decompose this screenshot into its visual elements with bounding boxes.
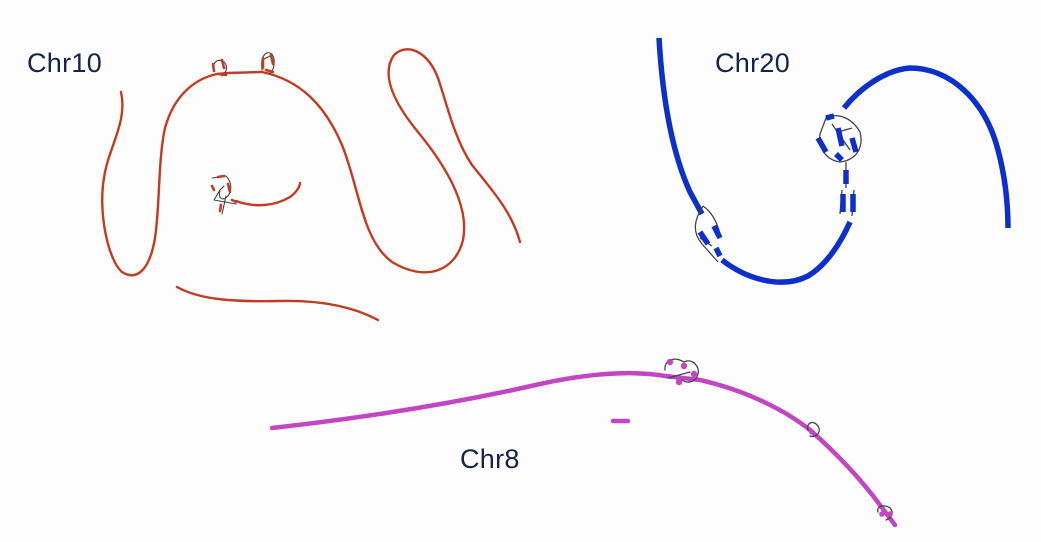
chr20-loop-cluster-2 (815, 113, 862, 217)
chr8-main-fiber (269, 370, 898, 528)
chr10-label: Chr10 (27, 48, 103, 78)
chr10-loop-cluster-1 (211, 58, 228, 77)
chr20-fiber-b (720, 220, 853, 285)
chr10-loop-cluster-3 (210, 174, 238, 215)
chr8-loop-cluster-1 (664, 358, 699, 386)
chr8-loop-cluster-3 (877, 505, 893, 521)
chr20-label: Chr20 (715, 48, 791, 78)
chr8-loop-cluster-2 (807, 421, 820, 438)
chr10-structure (101, 48, 522, 322)
chr10-lower-fiber (175, 285, 380, 322)
chr20-structure (656, 37, 1011, 285)
chr10-inner-fiber (234, 181, 302, 207)
chr20-fiber-a (656, 37, 705, 216)
chr20-loop-cluster-1 (694, 205, 723, 263)
chr8-label: Chr8 (460, 444, 520, 474)
chr10-loop-cluster-2 (261, 52, 275, 75)
chr8-structure (269, 358, 898, 528)
chr20-fiber-c (841, 65, 1011, 229)
chr10-main-fiber (101, 48, 522, 277)
